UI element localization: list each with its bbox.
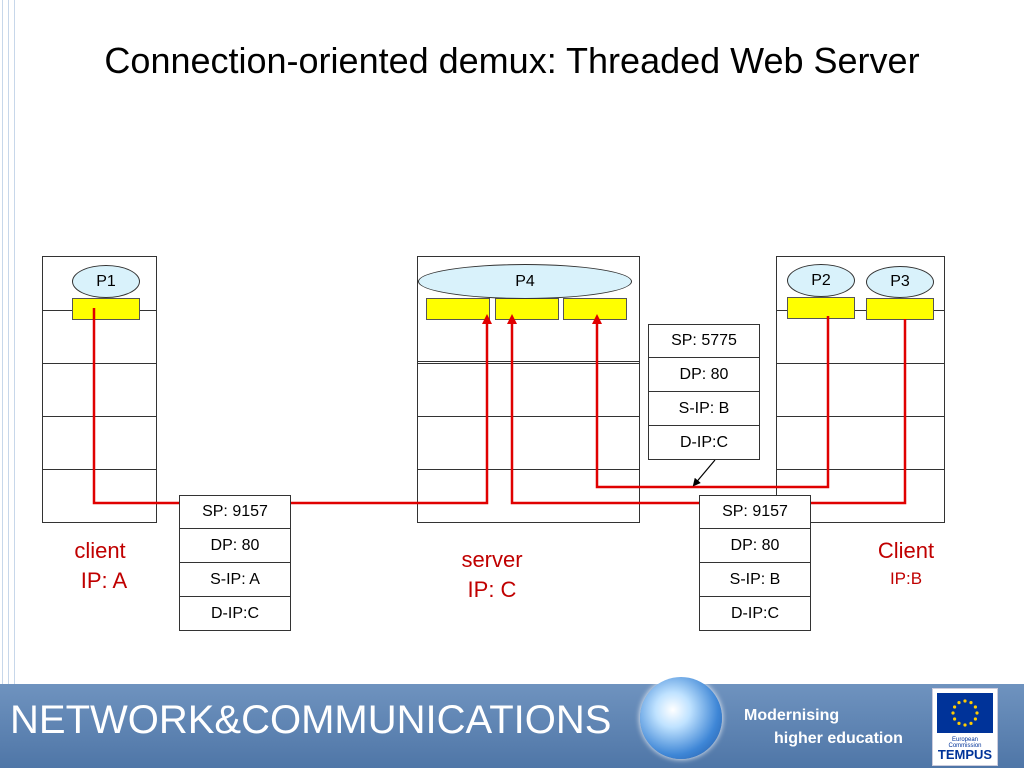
globe-icon	[640, 677, 722, 759]
server-ip: IP: C	[467, 577, 517, 602]
client-b-role: Client	[877, 538, 935, 563]
process-p1: P1	[72, 265, 140, 298]
segment-dest-port: DP: 80	[648, 358, 760, 392]
segment-dest-ip: D-IP:C	[648, 426, 760, 460]
eu-commission-text: European Commission	[948, 737, 982, 749]
server-label: server IP: C	[442, 545, 542, 605]
segment-source-port: SP: 9157	[699, 495, 811, 529]
tagline-line-1: Modernising	[744, 707, 840, 724]
segment-source-port: SP: 5775	[648, 324, 760, 358]
server-socket-2	[495, 298, 559, 320]
process-p4: P4	[418, 264, 632, 299]
tempus-text: TEMPUS	[937, 747, 993, 762]
footer-tagline: Modernising higher education	[744, 704, 903, 750]
client-a-socket	[72, 298, 140, 320]
footer-title: NETWORK&COMMUNICATIONS	[10, 698, 612, 742]
left-decoration	[0, 0, 16, 684]
server-socket-1	[426, 298, 490, 320]
server-socket-3	[563, 298, 627, 320]
segment-from-b-p3: SP: 9157 DP: 80 S-IP: B D-IP:C	[699, 495, 811, 631]
footer-banner: NETWORK&COMMUNICATIONS	[0, 684, 1024, 768]
segment-dest-ip: D-IP:C	[699, 597, 811, 631]
segment-from-a: SP: 9157 DP: 80 S-IP: A D-IP:C	[179, 495, 291, 631]
client-a-role: client	[74, 538, 126, 563]
client-b-label: Client IP:B	[856, 536, 956, 592]
segment-dest-port: DP: 80	[699, 529, 811, 563]
client-a-label: client IP: A	[50, 536, 150, 596]
eu-flag-icon	[937, 693, 993, 733]
segment-source-ip: S-IP: B	[648, 392, 760, 426]
segment-source-port: SP: 9157	[179, 495, 291, 529]
client-b-socket-p2	[787, 297, 855, 319]
process-p2: P2	[787, 264, 855, 297]
tempus-logo: European Commission TEMPUS	[932, 688, 998, 766]
segment-pointer-arrow	[692, 459, 716, 487]
segment-dest-port: DP: 80	[179, 529, 291, 563]
segment-source-ip: S-IP: A	[179, 563, 291, 597]
process-p3: P3	[866, 266, 934, 298]
client-a-ip: IP: A	[80, 568, 128, 593]
client-b-socket-p3	[866, 298, 934, 320]
segment-source-ip: S-IP: B	[699, 563, 811, 597]
server-role: server	[461, 547, 523, 572]
client-b-ip: IP:B	[889, 569, 923, 588]
tagline-line-2: higher education	[774, 730, 903, 747]
slide-title: Connection-oriented demux: Threaded Web …	[104, 40, 920, 81]
segment-dest-ip: D-IP:C	[179, 597, 291, 631]
segment-from-b-p2: SP: 5775 DP: 80 S-IP: B D-IP:C	[648, 324, 760, 460]
